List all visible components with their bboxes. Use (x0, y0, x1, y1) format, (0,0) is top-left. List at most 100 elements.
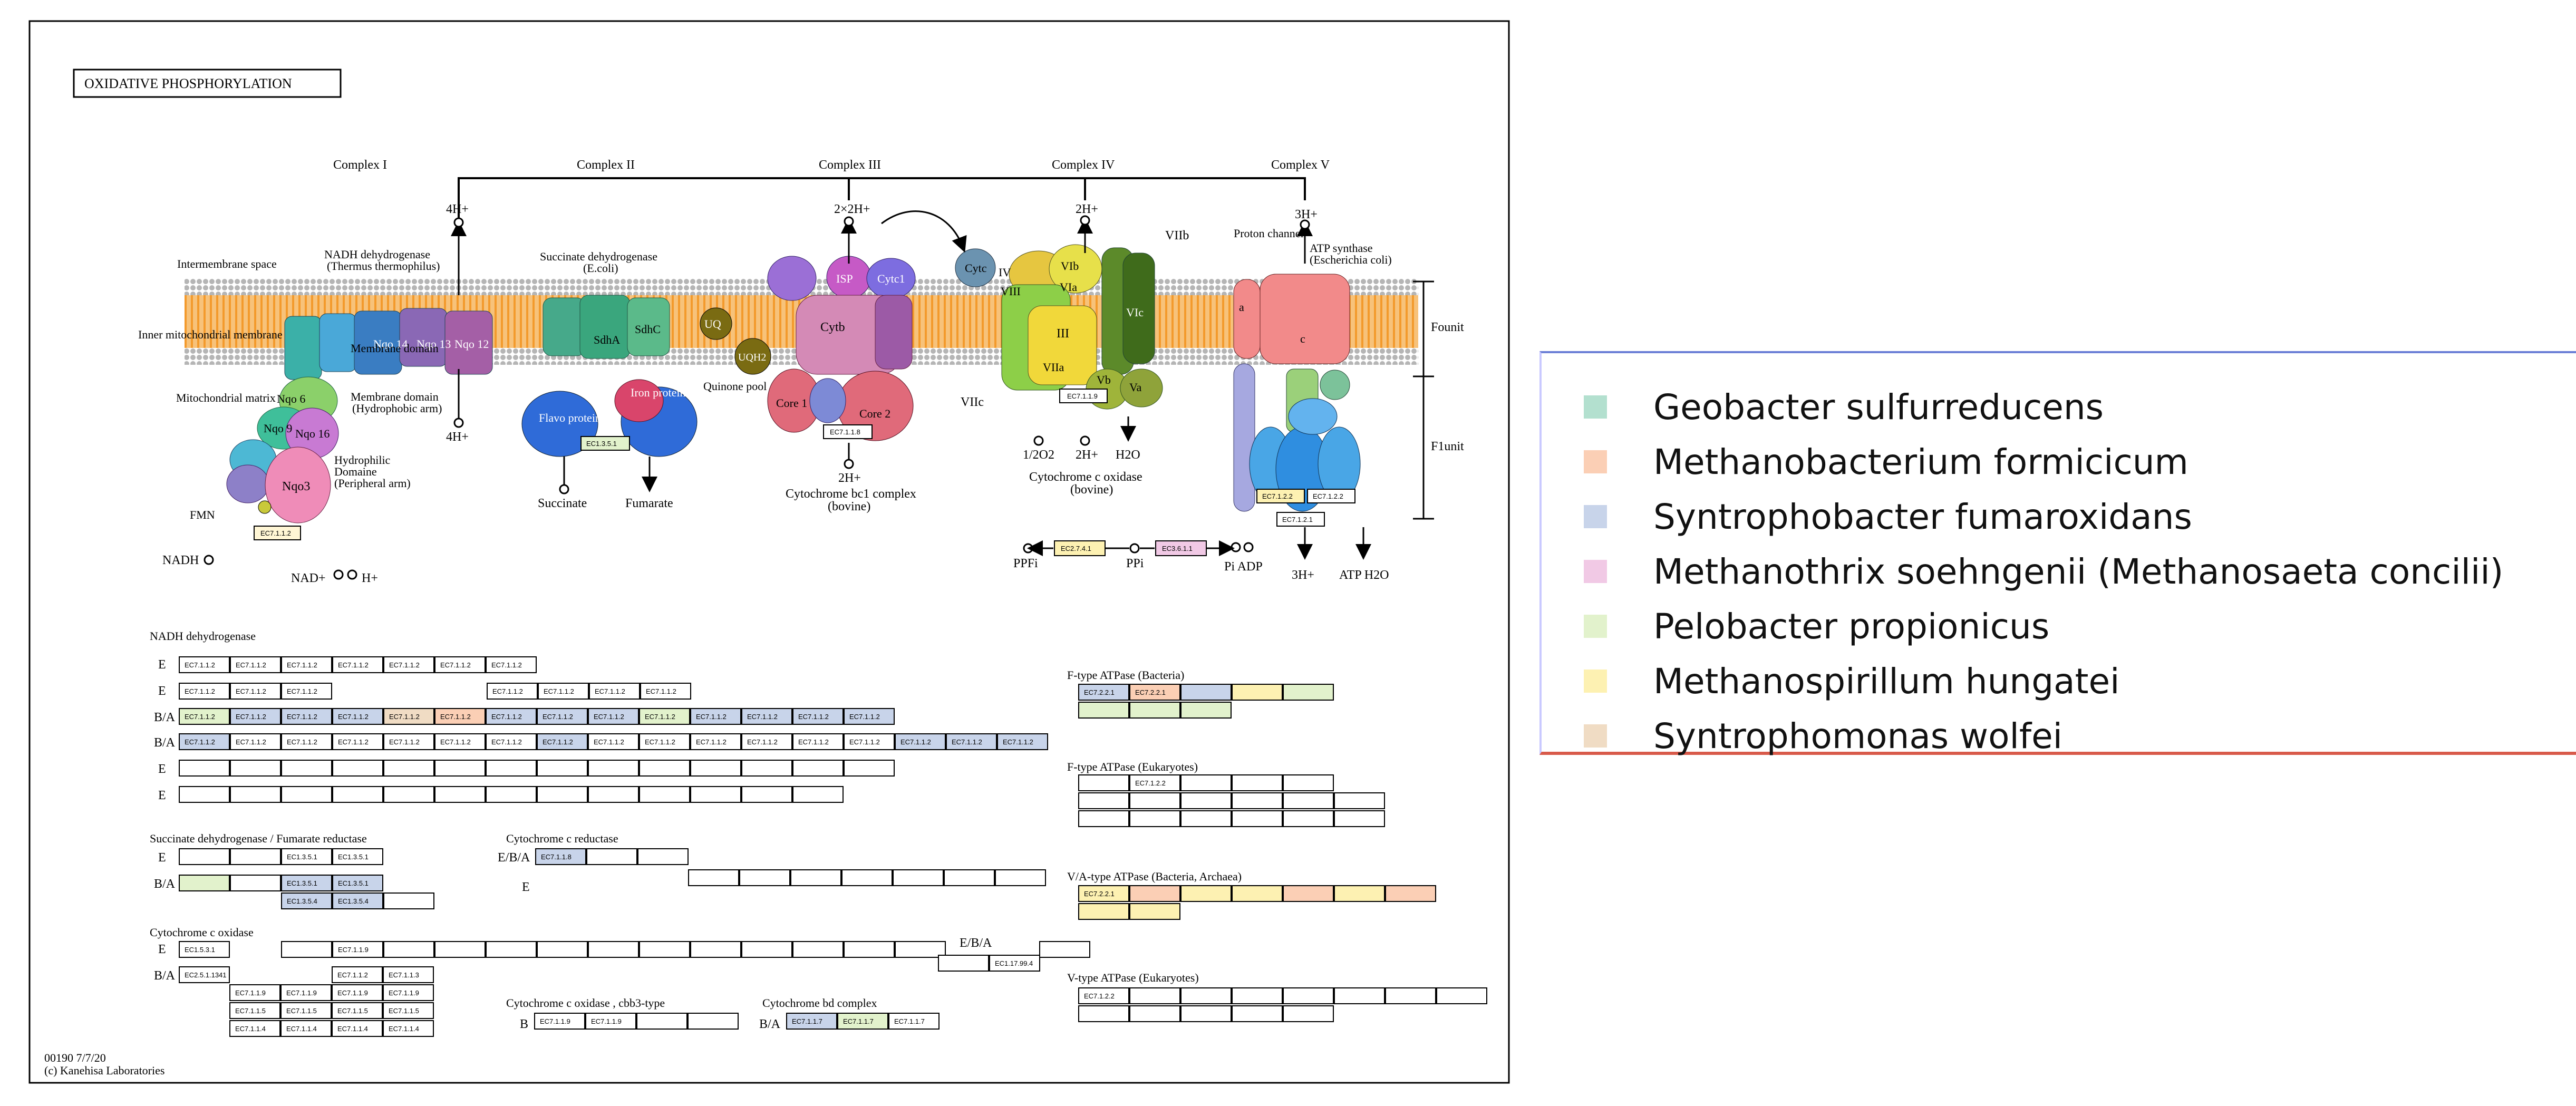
gene-box[interactable] (1129, 903, 1180, 920)
gene-box[interactable] (639, 760, 690, 777)
gene-box[interactable] (1129, 987, 1180, 1004)
gene-box[interactable] (938, 955, 989, 972)
gene-box[interactable] (997, 733, 1048, 750)
gene-box[interactable] (383, 656, 434, 673)
gene-box[interactable] (1129, 774, 1180, 791)
gene-box[interactable] (1078, 885, 1129, 902)
gene-box[interactable] (588, 733, 639, 750)
gene-box[interactable] (230, 848, 281, 865)
gene-box[interactable] (741, 786, 792, 803)
gene-box[interactable] (792, 941, 844, 958)
gene-box[interactable] (229, 984, 280, 1001)
gene-box[interactable] (230, 733, 281, 750)
gene-box[interactable] (434, 786, 486, 803)
gene-box[interactable] (837, 1013, 888, 1030)
gene-box[interactable] (1129, 885, 1180, 902)
gene-box[interactable] (486, 760, 537, 777)
gene-box[interactable] (1385, 987, 1436, 1004)
gene-box[interactable] (1180, 1005, 1232, 1022)
gene-box[interactable] (486, 708, 537, 725)
gene-box[interactable] (844, 941, 895, 958)
gene-box[interactable] (1078, 702, 1129, 719)
gene-box[interactable] (434, 656, 486, 673)
gene-box[interactable] (229, 1002, 280, 1019)
gene-box[interactable] (741, 941, 792, 958)
gene-box[interactable] (230, 683, 281, 700)
gene-box[interactable] (486, 656, 537, 673)
gene-box[interactable] (230, 708, 281, 725)
gene-box[interactable] (383, 984, 434, 1001)
gene-box[interactable] (1436, 987, 1487, 1004)
gene-box[interactable] (895, 733, 946, 750)
gene-box[interactable] (179, 683, 230, 700)
gene-box[interactable] (332, 1002, 383, 1019)
gene-box[interactable] (1180, 885, 1232, 902)
gene-box[interactable] (1283, 774, 1334, 791)
gene-box[interactable] (537, 786, 588, 803)
gene-box[interactable] (690, 708, 741, 725)
gene-box[interactable] (280, 1002, 332, 1019)
gene-box[interactable] (588, 708, 639, 725)
gene-box[interactable] (179, 656, 230, 673)
gene-box[interactable] (1078, 684, 1129, 701)
gene-box[interactable] (1078, 792, 1129, 809)
gene-box[interactable] (332, 656, 383, 673)
gene-box[interactable] (280, 984, 332, 1001)
gene-box[interactable] (1129, 810, 1180, 827)
gene-box[interactable] (888, 1013, 940, 1030)
gene-box[interactable] (792, 733, 844, 750)
gene-box[interactable] (281, 683, 332, 700)
gene-box[interactable] (332, 1020, 383, 1037)
gene-box[interactable] (434, 941, 486, 958)
gene-box[interactable] (687, 1013, 739, 1030)
gene-box[interactable] (281, 656, 332, 673)
gene-box[interactable] (179, 708, 230, 725)
gene-box[interactable] (537, 733, 588, 750)
gene-box[interactable] (281, 786, 332, 803)
gene-box[interactable] (230, 875, 281, 891)
gene-box[interactable] (1039, 941, 1090, 958)
gene-box[interactable] (895, 941, 946, 958)
gene-box[interactable] (332, 786, 383, 803)
gene-box[interactable] (1385, 885, 1436, 902)
gene-box[interactable] (989, 955, 1040, 972)
gene-box[interactable] (690, 941, 741, 958)
gene-box[interactable] (1129, 792, 1180, 809)
gene-box[interactable] (1180, 987, 1232, 1004)
gene-box[interactable] (636, 1013, 687, 1030)
gene-box[interactable] (1283, 810, 1334, 827)
gene-box[interactable] (383, 1020, 434, 1037)
gene-box[interactable] (1078, 987, 1129, 1004)
gene-box[interactable] (538, 683, 589, 700)
gene-box[interactable] (639, 708, 690, 725)
gene-box[interactable] (537, 941, 588, 958)
gene-box[interactable] (332, 984, 383, 1001)
gene-box[interactable] (1232, 774, 1283, 791)
gene-box[interactable] (281, 941, 332, 958)
gene-box[interactable] (589, 683, 640, 700)
gene-box[interactable] (741, 733, 792, 750)
gene-box[interactable] (690, 760, 741, 777)
gene-box[interactable] (586, 848, 637, 865)
gene-box[interactable] (537, 708, 588, 725)
gene-box[interactable] (179, 875, 230, 891)
gene-box[interactable] (434, 733, 486, 750)
gene-box[interactable] (179, 786, 230, 803)
gene-box[interactable] (637, 848, 689, 865)
gene-box[interactable] (332, 760, 383, 777)
gene-box[interactable] (1129, 1005, 1180, 1022)
gene-box[interactable] (1283, 684, 1334, 701)
gene-box[interactable] (1232, 1005, 1283, 1022)
gene-box[interactable] (841, 869, 893, 886)
gene-box[interactable] (1232, 792, 1283, 809)
gene-box[interactable] (281, 875, 332, 891)
gene-box[interactable] (281, 733, 332, 750)
gene-box[interactable] (230, 786, 281, 803)
gene-box[interactable] (281, 892, 332, 909)
gene-box[interactable] (383, 892, 434, 909)
gene-box[interactable] (995, 869, 1046, 886)
gene-box[interactable] (383, 941, 434, 958)
gene-box[interactable] (1283, 792, 1334, 809)
gene-box[interactable] (741, 708, 792, 725)
gene-box[interactable] (434, 760, 486, 777)
